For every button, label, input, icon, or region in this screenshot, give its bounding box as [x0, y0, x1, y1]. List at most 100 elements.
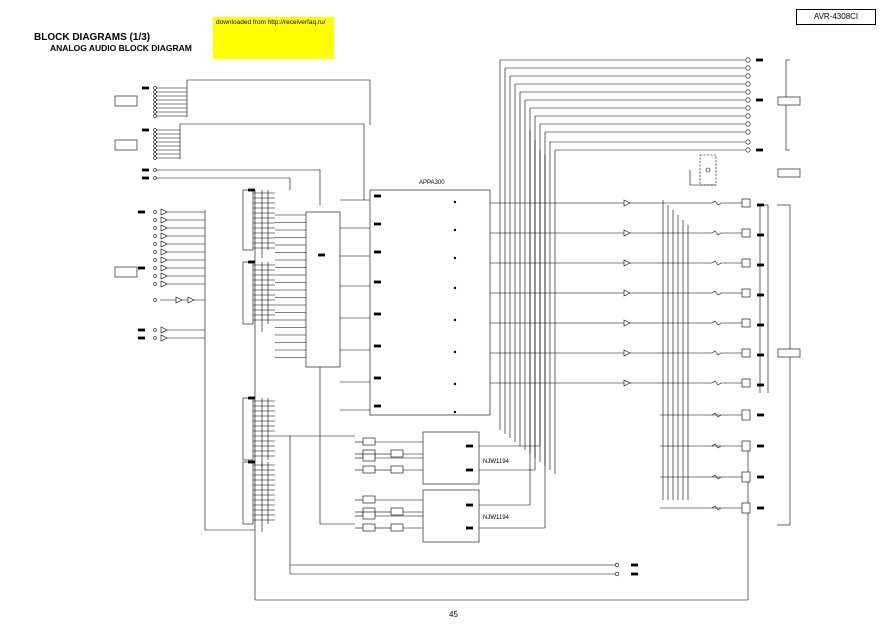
- input-jack: [153, 218, 157, 222]
- appa300-box: [369, 189, 491, 416]
- page-number: 45: [449, 610, 458, 619]
- tiny-label-mark: [466, 526, 473, 530]
- input-jack: [153, 86, 157, 90]
- tiny-label-mark: [466, 444, 473, 448]
- tiny-label-mark: [374, 194, 381, 198]
- ic-label-njw1194-1: NJW1194: [483, 459, 510, 465]
- input-jack: [153, 298, 157, 302]
- junction: [453, 350, 457, 354]
- amp-block: [362, 495, 376, 504]
- download-banner[interactable]: downloaded from http://receiverfaq.ru/: [213, 17, 334, 59]
- buffer-amp: [160, 248, 168, 256]
- amp-block: [390, 465, 404, 474]
- tiny-label-mark: [248, 396, 255, 400]
- input-jack: [153, 152, 157, 156]
- input-jack: [153, 250, 157, 254]
- amp-block: [362, 511, 376, 520]
- tiny-label-mark: [757, 323, 764, 327]
- tiny-label-mark: [138, 266, 145, 270]
- headphone-jack: [705, 167, 711, 173]
- resistor: [711, 474, 722, 480]
- tiny-label-mark: [374, 376, 381, 380]
- input-jack: [153, 106, 157, 110]
- resistor: [711, 290, 722, 296]
- zone-out-jack: [614, 562, 620, 568]
- tiny-label-mark: [248, 260, 255, 264]
- input-jack: [153, 94, 157, 98]
- tiny-label-mark: [374, 250, 381, 254]
- ic-label-njw1194-2: NJW1194: [483, 515, 510, 521]
- tiny-label-mark: [248, 188, 255, 192]
- output-buffer: [623, 379, 631, 387]
- input-jack: [153, 168, 157, 172]
- buffer-amp: [160, 326, 168, 334]
- page-title: BLOCK DIAGRAMS (1/3): [34, 32, 151, 43]
- input-jack: [153, 148, 157, 152]
- tiny-label-mark: [374, 222, 381, 226]
- labels: [138, 58, 764, 576]
- tiny-label-mark: [374, 344, 381, 348]
- input-jack: [153, 110, 157, 114]
- volume-ic-1: [422, 431, 480, 485]
- speaker-label-box: [777, 348, 801, 358]
- input-jack: [153, 156, 157, 160]
- amp-block: [390, 449, 404, 458]
- tiny-label-mark: [756, 58, 763, 62]
- tiny-label-mark: [374, 280, 381, 284]
- tiny-label-mark: [374, 404, 381, 408]
- resistor: [711, 412, 722, 418]
- junction: [453, 228, 457, 232]
- tiny-label-mark: [142, 86, 149, 90]
- junction: [453, 410, 457, 414]
- pre-out-jack: [745, 121, 751, 127]
- pre-out-jack: [745, 105, 751, 111]
- resistor: [711, 443, 722, 449]
- pre-out-label-box: [777, 96, 801, 106]
- speaker-terminal: [741, 409, 751, 421]
- pre-out-jack: [745, 139, 751, 145]
- output-buffer: [623, 259, 631, 267]
- tiny-label-mark: [757, 203, 764, 207]
- resistor: [711, 505, 722, 511]
- amp-block: [390, 507, 404, 516]
- buffer-amp: [160, 256, 168, 264]
- tiny-label-mark: [374, 312, 381, 316]
- selector-ic-4: [242, 461, 254, 525]
- components: [114, 57, 801, 577]
- buffer-amp: [160, 240, 168, 248]
- pre-out-jack: [745, 113, 751, 119]
- input-jack: [153, 282, 157, 286]
- input-jack: [153, 242, 157, 246]
- volume-ic-2: [422, 489, 480, 543]
- input-group-box-1: [114, 95, 138, 107]
- pre-out-jack: [745, 147, 751, 153]
- input-jack: [153, 140, 157, 144]
- tiny-label-mark: [757, 413, 764, 417]
- tiny-label-mark: [142, 168, 149, 172]
- model-label: AVR-4308CI: [796, 9, 876, 25]
- tiny-label-mark: [757, 506, 764, 510]
- input-jack: [153, 144, 157, 148]
- input-jack: [153, 266, 157, 270]
- buffer-amp: [160, 272, 168, 280]
- input-jack: [153, 210, 157, 214]
- pre-out-jack: [745, 57, 751, 63]
- tiny-label-mark: [142, 128, 149, 132]
- tiny-label-mark: [318, 253, 325, 257]
- output-terminal: [741, 378, 751, 388]
- tiny-label-mark: [757, 444, 764, 448]
- output-terminal: [741, 288, 751, 298]
- amp-block: [362, 437, 376, 446]
- page-subtitle: ANALOG AUDIO BLOCK DIAGRAM: [50, 43, 192, 53]
- pre-out-jack: [745, 65, 751, 71]
- tiny-label-mark: [757, 353, 764, 357]
- junction: [453, 256, 457, 260]
- buffer-amp: [160, 232, 168, 240]
- input-jack: [153, 98, 157, 102]
- tiny-label-mark: [757, 383, 764, 387]
- amp-block: [362, 453, 376, 462]
- pre-out-jack: [745, 73, 751, 79]
- output-buffer: [623, 319, 631, 327]
- input-jack: [153, 274, 157, 278]
- buffer-amp: [187, 296, 195, 304]
